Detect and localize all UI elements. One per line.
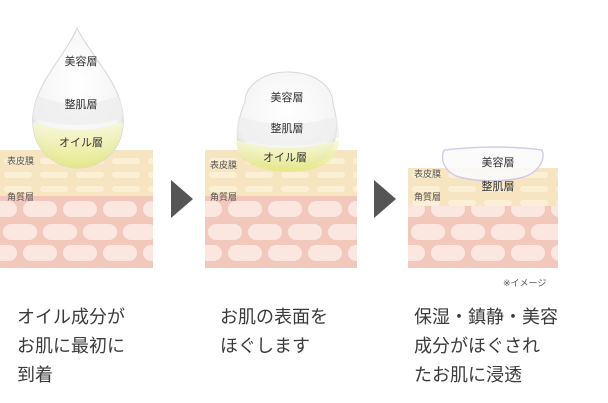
panel-step-2: 美容層 整肌層 オイル層 表皮膜 角質層 <box>205 0 365 290</box>
caption-line: たお肌に浸透 <box>414 365 522 386</box>
label-oil-layer: オイル層 <box>59 136 103 149</box>
label-stratum-corneum: 角質層 <box>414 191 441 203</box>
label-epidermis: 表皮膜 <box>7 155 34 167</box>
caption-step-1: オイル成分が お肌に最初に 到着 <box>17 303 125 390</box>
skin-illustration-2: 美容層 整肌層 オイル層 表皮膜 角質層 <box>205 71 357 268</box>
caption-line: 保湿・鎮静・美容 <box>414 307 558 328</box>
arrow-right-icon <box>374 180 396 218</box>
label-epidermis: 表皮膜 <box>210 159 237 171</box>
caption-line: お肌に最初に <box>17 336 125 357</box>
moisture-band <box>33 96 124 125</box>
label-stratum-corneum: 角質層 <box>7 191 34 203</box>
panel-step-1: 美容層 整肌層 オイル層 表皮膜 角質層 <box>0 0 160 290</box>
cell-layer <box>408 206 558 268</box>
oil-band <box>33 122 123 168</box>
caption-line: オイル成分が <box>17 307 125 328</box>
cell-layer <box>0 196 153 268</box>
caption-step-2: お肌の表面を ほぐします <box>220 303 328 361</box>
label-moisture-layer: 整肌層 <box>271 121 304 135</box>
caption-line: お肌の表面を <box>220 307 328 328</box>
label-beauty-layer: 美容層 <box>271 90 304 104</box>
label-moisture-layer: 整肌層 <box>482 179 515 193</box>
cell-layer <box>205 196 357 268</box>
caption-step-3: 保湿・鎮静・美容 成分がほぐされ たお肌に浸透 <box>414 303 558 390</box>
image-note: ※イメージ <box>503 279 547 289</box>
skin-illustration-1: 美容層 整肌層 オイル層 表皮膜 角質層 <box>0 26 153 268</box>
label-beauty-layer: 美容層 <box>65 54 98 68</box>
label-oil-layer: オイル層 <box>263 151 307 164</box>
moisture-band <box>236 116 339 146</box>
arrow-right-icon <box>171 180 193 218</box>
panel-step-3: 美容層 整肌層 表皮膜 角質層 <box>408 0 568 290</box>
label-moisture-layer: 整肌層 <box>65 97 98 111</box>
caption-line: 到着 <box>17 365 53 386</box>
label-beauty-layer: 美容層 <box>482 155 515 169</box>
serum-film <box>441 146 544 182</box>
label-stratum-corneum: 角質層 <box>210 191 237 203</box>
caption-line: ほぐします <box>220 336 310 357</box>
oil-band <box>236 140 339 172</box>
label-epidermis: 表皮膜 <box>414 168 441 180</box>
caption-line: 成分がほぐされ <box>414 336 540 357</box>
skin-illustration-3: 美容層 整肌層 表皮膜 角質層 <box>408 146 558 268</box>
